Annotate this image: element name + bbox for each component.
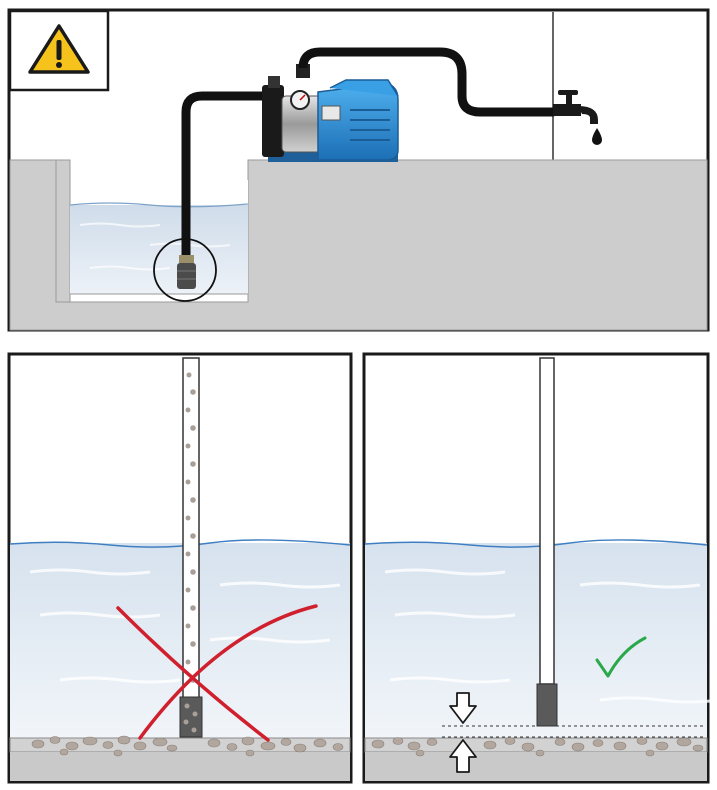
right-water-surface [364, 539, 708, 548]
pit-water [70, 205, 248, 295]
pit-left-wall [55, 159, 71, 303]
right-strainer [536, 683, 558, 727]
right-gravel [371, 737, 704, 757]
warning-box [8, 9, 110, 92]
left-gravel [31, 735, 344, 757]
water-tap-icon [553, 90, 598, 124]
right-water [365, 543, 707, 738]
discharge-hose [298, 47, 558, 117]
green-checkmark-icon [595, 636, 647, 678]
suction-hose [181, 91, 273, 260]
bottom-left-panel [7, 352, 353, 784]
top-panel [7, 8, 710, 332]
water-drop-icon [592, 128, 602, 145]
bottom-right-panel [362, 352, 717, 784]
left-pipe [182, 357, 200, 699]
left-strainer [179, 696, 203, 738]
arrow-down-icon [449, 692, 477, 724]
foot-valve-highlight [153, 238, 217, 302]
left-water-surface [9, 539, 351, 548]
red-cross-icon [116, 604, 318, 742]
right-pipe [539, 357, 555, 685]
arrow-up-icon [449, 739, 477, 773]
foot-valve-icon [177, 255, 196, 289]
pit-water-surface [69, 202, 249, 208]
warning-triangle-icon [28, 24, 90, 74]
